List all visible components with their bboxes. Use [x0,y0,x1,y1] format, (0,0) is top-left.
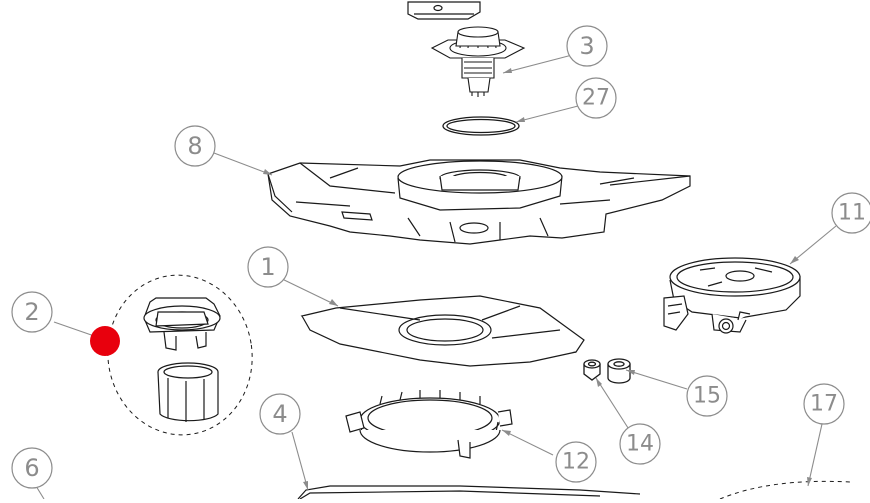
callout-15-label: 15 [693,384,721,409]
callout-1-label: 1 [260,253,275,281]
part-15-spacer [607,358,631,384]
callout-14-label: 14 [626,432,654,457]
callout-3-label: 3 [579,32,594,60]
arrow-3 [503,68,512,73]
callout-27[interactable]: 27 [575,77,617,119]
leader-14 [595,377,631,432]
part-top-plate [407,1,481,20]
leader-12 [501,429,554,456]
callout-14[interactable]: 14 [619,423,661,465]
leader-4 [291,431,309,491]
leader-27 [515,105,579,123]
arrow-8 [263,169,272,175]
callout-2[interactable]: 2 [11,291,53,333]
callout-8-label: 8 [187,132,202,160]
callout-6-label: 6 [24,454,39,482]
callout-12-label: 12 [562,450,590,475]
callout-4[interactable]: 4 [259,393,301,435]
part-11-pump [663,257,801,334]
red-marker-dot[interactable] [90,326,120,356]
filter-cylinder [157,362,219,422]
leader-11 [789,225,837,265]
callout-11-label: 11 [838,201,866,226]
part-27-o-ring [442,116,520,136]
part-14-nut [583,359,601,381]
arrow-27 [516,117,525,122]
callout-27-label: 27 [582,86,610,111]
part-12-ring [345,390,513,459]
leader-1 [277,276,339,307]
callout-bubbles: 3 27 8 1 11 2 15 4 [11,25,870,489]
callout-17[interactable]: 17 [803,383,845,425]
leader-8 [213,152,273,176]
arrow-4 [303,481,308,490]
arrow-12 [502,430,511,436]
callout-4-label: 4 [272,400,287,428]
leader-17 [807,423,823,487]
leader-lines [35,53,837,500]
callout-17-label: 17 [810,392,838,417]
filter-cap [143,297,221,351]
leader-3 [502,53,577,74]
callout-1[interactable]: 1 [247,246,289,288]
part-17-dashed-outline [719,480,851,500]
arrow-11 [790,256,799,264]
part-3-motor [430,26,526,97]
callout-8[interactable]: 8 [174,125,216,167]
dashed-group-outline [107,274,253,436]
part-1-shield [300,295,585,367]
arrow-1 [329,299,338,306]
arrow-15 [626,370,635,375]
arrow-17 [807,477,812,486]
part-2-filter-group [107,274,253,436]
callout-12[interactable]: 12 [555,441,597,483]
arrow-14 [596,378,602,387]
leader-6 [35,485,45,500]
part-4-tub-edge [297,485,641,500]
callout-3[interactable]: 3 [566,25,608,67]
callout-11[interactable]: 11 [831,192,870,234]
leader-15 [625,369,688,390]
part-8-upper-cover [267,159,691,245]
callout-15[interactable]: 15 [686,375,728,417]
callout-2-label: 2 [24,298,39,326]
callout-6[interactable]: 6 [11,447,53,489]
